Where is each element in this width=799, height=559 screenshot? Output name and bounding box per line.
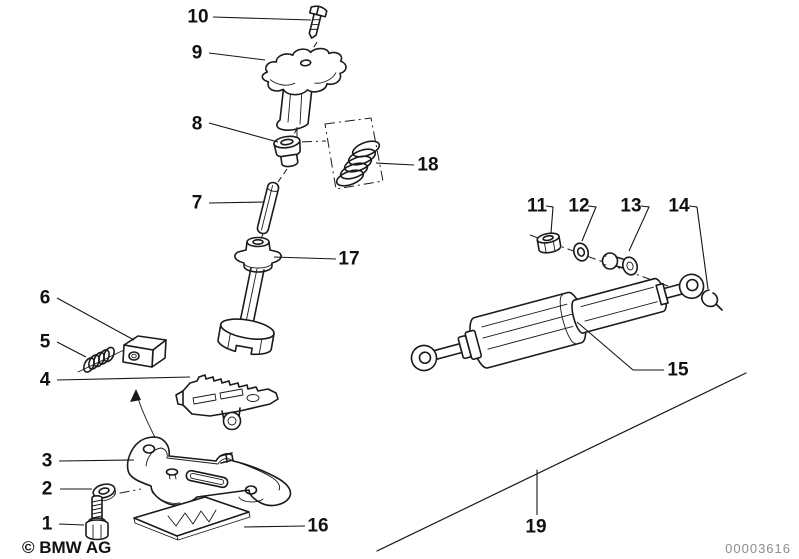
leader-line-part-11: [545, 205, 554, 234]
part-1-bolt: [85, 495, 109, 541]
part-5-spring: [83, 346, 115, 373]
part-8-bushing: [273, 135, 301, 168]
part-19-reference-line: [376, 372, 747, 552]
part-number-label-19: 19: [525, 517, 546, 538]
leader-line-part-5: [56, 341, 87, 358]
image-number-text: 00003616: [725, 541, 791, 556]
part-11-nut: [536, 232, 562, 254]
leader-line-part-7: [208, 201, 265, 204]
part-3-base-plate: [126, 436, 292, 507]
part-13-bolt: [601, 252, 639, 276]
part-number-label-14: 14: [668, 196, 690, 217]
part-number-label-18: 18: [417, 155, 438, 176]
leader-line-part-14: [688, 205, 709, 290]
part-number-label-11: 11: [527, 196, 548, 217]
leader-line-part-3: [58, 459, 135, 462]
part-6-stop-block: [122, 335, 167, 368]
part-number-label-10: 10: [187, 7, 208, 28]
part-number-label-6: 6: [40, 288, 51, 309]
leader-line-part-6: [56, 297, 135, 341]
part-10-screw: [308, 5, 328, 39]
leader-line-part-9: [208, 52, 266, 61]
leader-line-part-15: [576, 321, 664, 371]
leader-line-part-12: [581, 205, 597, 242]
leader-line-part-4: [56, 376, 191, 381]
part-7-pin: [256, 181, 280, 235]
part-14-clip: [701, 289, 723, 311]
leader-line-part-17: [273, 256, 337, 260]
part-12-washer: [572, 242, 590, 262]
part-number-label-2: 2: [42, 479, 53, 500]
steering-shaft: [217, 267, 275, 356]
leader-line-part-16: [243, 525, 306, 528]
part-number-label-13: 13: [620, 196, 641, 217]
leader-line-part-8: [208, 122, 279, 143]
part-number-label-9: 9: [192, 43, 203, 64]
part-number-label-12: 12: [568, 196, 589, 217]
leader-line-part-13: [628, 205, 650, 252]
part-9-cam-plate: [261, 47, 347, 131]
part-4-latch-bracket: [175, 374, 279, 431]
part-number-label-5: 5: [40, 332, 51, 353]
leader-line-part-10: [212, 16, 312, 21]
leader-line-part-18: [375, 162, 415, 166]
part-number-label-7: 7: [192, 193, 203, 214]
part-number-label-3: 3: [42, 451, 53, 472]
part-15-steering-damper: [410, 273, 705, 372]
part-number-label-16: 16: [307, 516, 328, 537]
part-17-collar: [234, 236, 282, 273]
part-number-label-17: 17: [338, 249, 359, 270]
part-number-label-8: 8: [192, 114, 203, 135]
part-number-label-4: 4: [40, 370, 51, 391]
leader-line-part-1: [58, 523, 85, 526]
part-number-label-1: 1: [42, 514, 53, 535]
part-18-spring: [335, 140, 381, 187]
part-16-friction-plate: [133, 496, 251, 541]
copyright-text: © BMW AG: [22, 538, 111, 557]
part-number-label-15: 15: [667, 360, 689, 381]
